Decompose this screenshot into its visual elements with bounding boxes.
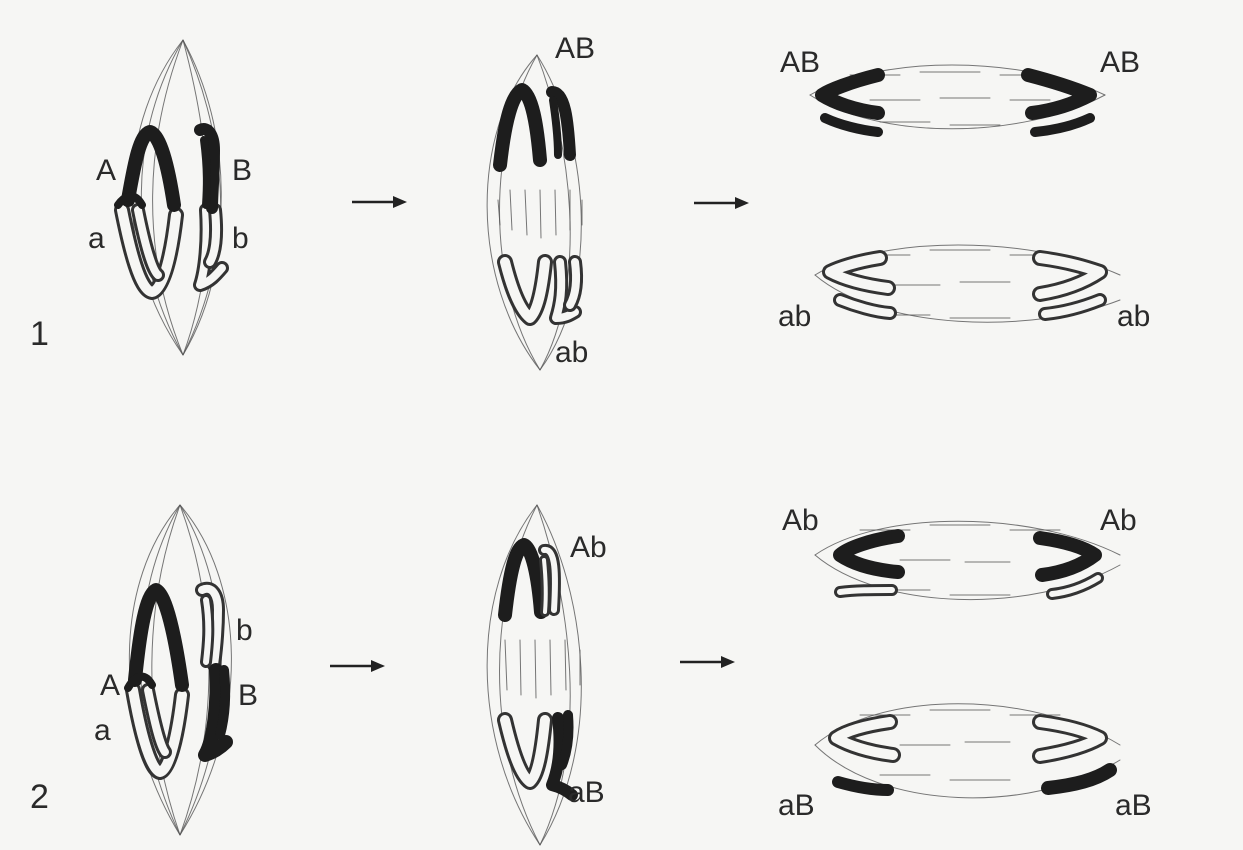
row-1: A B a b 1	[30, 32, 1150, 370]
row-2: A b a B 2	[30, 504, 1152, 845]
row-2-telophase-top-chromosomes	[840, 536, 1098, 594]
row-1-telophase-bottom-chromosomes	[830, 258, 1100, 314]
row-1-arrow-1	[352, 196, 407, 208]
row-2-telophase-label-top-right: Ab	[1100, 504, 1137, 537]
row-1-anaphase-label-top: AB	[555, 32, 595, 65]
row-2-anaphase-top-chromosomes	[505, 545, 555, 615]
row-2-number: 2	[30, 778, 49, 816]
row-1-anaphase-label-bottom: ab	[555, 336, 588, 369]
row-2-arrow-1	[330, 660, 385, 672]
row-2-chromosome-pair-A	[128, 590, 182, 772]
row-2-telophase-label-top-left: Ab	[782, 504, 819, 537]
row-1-anaphase-bottom-chromosomes	[505, 262, 576, 318]
row-1-chromosome-pair-B	[200, 129, 222, 285]
row-1-telophase-label-bottom-left: ab	[778, 300, 811, 333]
row-1-telophase-label-top-right: AB	[1100, 46, 1140, 79]
row-1-label-a: a	[88, 222, 105, 255]
row-2-label-A: A	[100, 669, 120, 702]
row-1-label-B: B	[232, 154, 252, 187]
row-2-arrow-2	[680, 656, 735, 668]
row-2-telophase-label-bottom-right: aB	[1115, 789, 1152, 822]
row-2-anaphase-label-bottom: aB	[568, 776, 605, 809]
row-1-anaphase-top-chromosomes	[500, 90, 570, 165]
row-1-number: 1	[30, 315, 49, 353]
row-2-anaphase-label-top: Ab	[570, 531, 607, 564]
row-2-label-a: a	[94, 714, 111, 747]
row-1-telophase-label-top-left: AB	[780, 46, 820, 79]
row-1-telophase-top-chromosomes	[822, 75, 1090, 132]
row-1-label-b: b	[232, 222, 249, 255]
row-1-label-A: A	[96, 154, 116, 187]
row-1-telophase-label-bottom-right: ab	[1117, 300, 1150, 333]
row-2-label-b: b	[236, 614, 253, 647]
row-2-telophase-label-bottom-left: aB	[778, 789, 815, 822]
row-1-arrow-2	[694, 197, 749, 209]
row-2-label-B: B	[238, 679, 258, 712]
row-1-chromosome-pair-A	[118, 132, 176, 292]
